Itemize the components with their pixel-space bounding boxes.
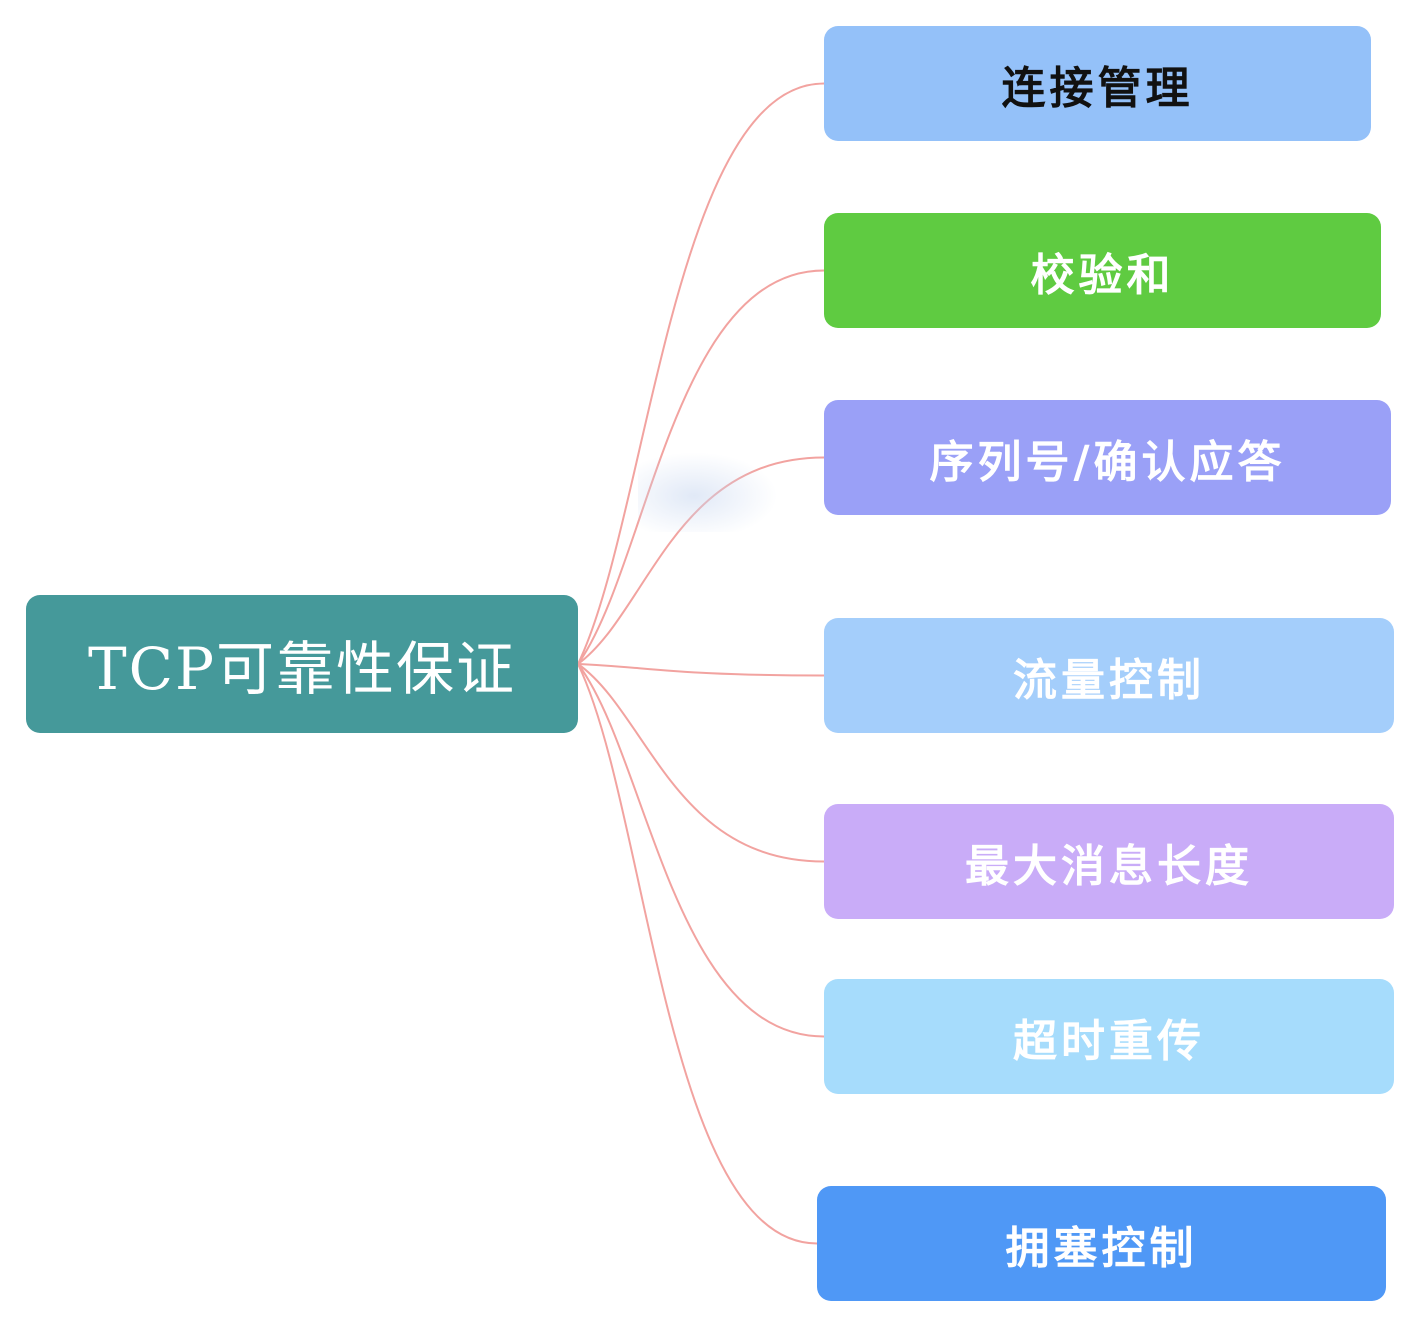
connector-line xyxy=(577,663,825,863)
child-label: 校验和 xyxy=(1030,249,1175,301)
child-node-max-segment-size[interactable]: 最大消息长度 xyxy=(824,804,1394,919)
child-node-connection-management[interactable]: 连接管理 xyxy=(824,26,1371,141)
child-label: 流量控制 xyxy=(1013,654,1205,706)
connector-line xyxy=(577,663,825,677)
root-label: TCP可靠性保证 xyxy=(87,635,517,703)
child-node-congestion-control[interactable]: 拥塞控制 xyxy=(817,1186,1386,1301)
connector-line xyxy=(577,82,825,665)
child-node-flow-control[interactable]: 流量控制 xyxy=(824,618,1394,733)
child-label: 拥塞控制 xyxy=(1005,1222,1198,1274)
child-node-timeout-retransmission[interactable]: 超时重传 xyxy=(824,979,1394,1094)
connector-line xyxy=(577,269,825,665)
child-label: 连接管理 xyxy=(1001,62,1194,114)
child-node-checksum[interactable]: 校验和 xyxy=(824,213,1381,328)
connector-line xyxy=(577,663,818,1245)
child-label: 超时重传 xyxy=(1013,1015,1205,1067)
background-smudge xyxy=(638,452,778,532)
connector-line xyxy=(577,663,825,1038)
child-label: 序列号/确认应答 xyxy=(929,436,1286,488)
child-node-sequence-ack[interactable]: 序列号/确认应答 xyxy=(824,400,1391,515)
child-label: 最大消息长度 xyxy=(965,840,1253,892)
root-node[interactable]: TCP可靠性保证 xyxy=(26,595,578,733)
